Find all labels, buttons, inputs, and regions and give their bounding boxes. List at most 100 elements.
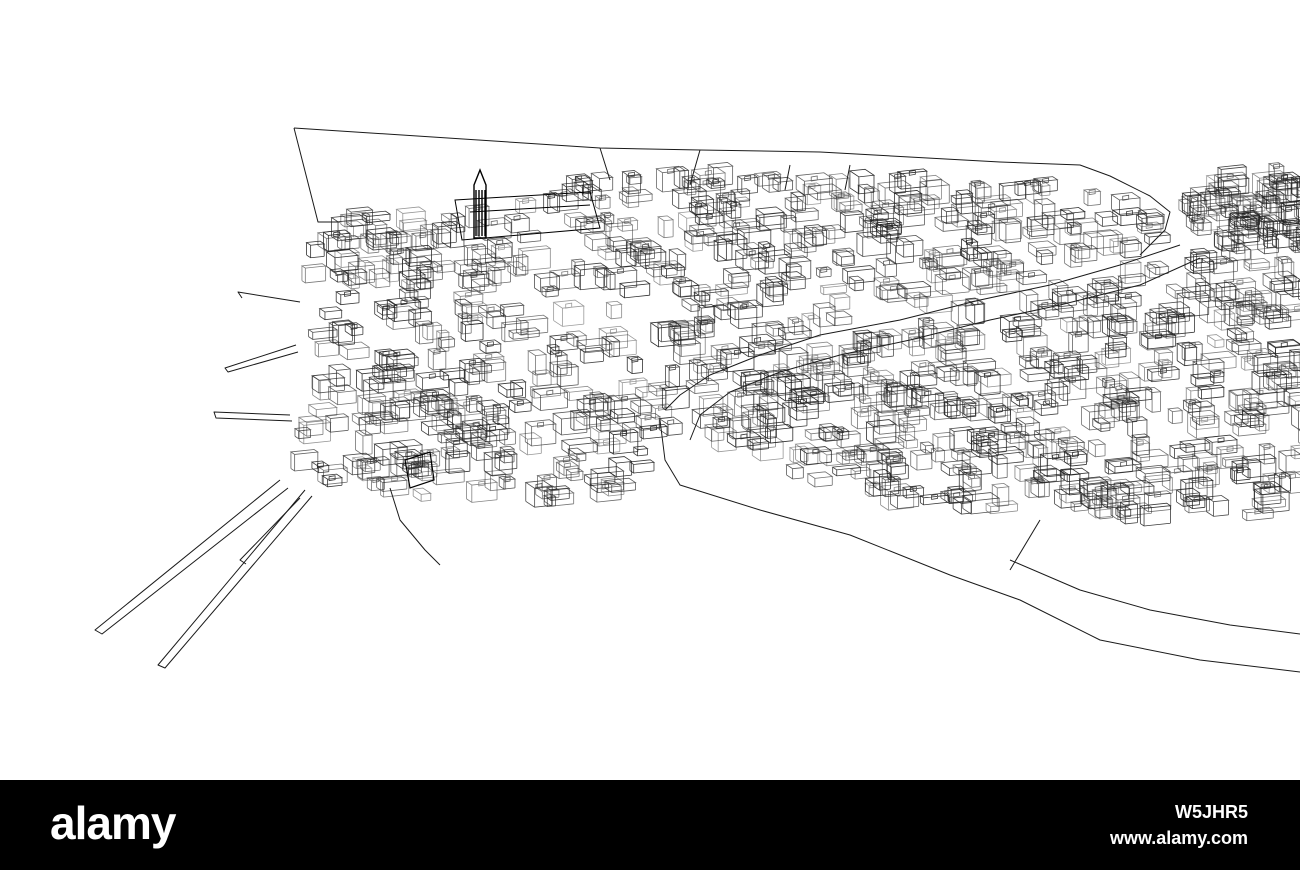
- building-block: [970, 438, 1000, 459]
- building-block: [369, 411, 399, 426]
- pier-2: [157, 489, 313, 669]
- building-block: [1197, 384, 1225, 400]
- building-block: [909, 370, 938, 388]
- building-block: [901, 485, 925, 499]
- building-block: [857, 183, 875, 204]
- building-block: [1031, 179, 1052, 197]
- building-block: [338, 341, 371, 361]
- building-block: [1080, 403, 1116, 431]
- building-block: [457, 270, 491, 289]
- building-block: [452, 289, 484, 307]
- building-block: [1148, 306, 1178, 325]
- building-block: [658, 416, 684, 436]
- building-block: [832, 382, 865, 397]
- building-block: [440, 220, 466, 249]
- building-block: [321, 473, 344, 488]
- building-block: [754, 206, 786, 227]
- building-block: [351, 411, 375, 426]
- building-block: [468, 362, 493, 375]
- building-block: [1176, 341, 1198, 367]
- building-block: [316, 463, 349, 486]
- building-block: [1165, 283, 1187, 299]
- building-block: [790, 386, 820, 412]
- building-block: [1058, 483, 1086, 504]
- building-block: [1189, 217, 1213, 236]
- building-block: [618, 188, 654, 204]
- building-block: [592, 265, 610, 279]
- building-block: [1277, 255, 1293, 277]
- building-block: [465, 478, 499, 503]
- building-block: [1237, 402, 1268, 416]
- building-block: [962, 367, 978, 387]
- building-block: [1199, 350, 1238, 371]
- building-block: [757, 241, 776, 263]
- building-block: [712, 303, 732, 321]
- building-block: [1183, 494, 1211, 514]
- building-block: [1111, 207, 1148, 227]
- building-block: [552, 410, 589, 436]
- building-block: [398, 217, 428, 233]
- building-block: [1256, 217, 1275, 238]
- building-block: [310, 372, 346, 394]
- building-block: [1000, 421, 1023, 434]
- building-block: [1076, 354, 1099, 374]
- building-block: [1288, 348, 1300, 372]
- building-block: [606, 236, 628, 253]
- building-block: [407, 248, 443, 274]
- building-block: [1135, 212, 1165, 232]
- building-block: [412, 395, 440, 418]
- building-block: [604, 334, 638, 357]
- building-block: [1071, 316, 1090, 336]
- building-block: [534, 485, 561, 500]
- building-block: [950, 201, 980, 228]
- building-block: [311, 374, 332, 401]
- building-block: [552, 299, 585, 327]
- building-block: [875, 257, 898, 278]
- building-block: [388, 231, 409, 245]
- building-block: [1039, 451, 1072, 478]
- building-block: [608, 407, 636, 424]
- building-block: [514, 196, 537, 215]
- building-block: [766, 338, 793, 353]
- building-block: [364, 231, 400, 248]
- building-block: [1185, 214, 1205, 232]
- building-block: [1205, 495, 1230, 517]
- building-block: [1135, 464, 1172, 484]
- building-block: [1191, 358, 1226, 380]
- building-block: [1143, 231, 1172, 246]
- building-block: [935, 365, 961, 382]
- building-block: [1161, 465, 1194, 491]
- building-block: [949, 365, 979, 387]
- building-block: [840, 347, 876, 364]
- building-block: [625, 174, 643, 185]
- building-block: [742, 378, 775, 396]
- building-block: [386, 353, 420, 369]
- building-block: [682, 179, 697, 196]
- building-block: [728, 416, 752, 440]
- building-block: [655, 165, 686, 193]
- building-block: [565, 467, 585, 482]
- building-block: [1096, 229, 1124, 256]
- building-block: [625, 239, 651, 268]
- building-block: [555, 460, 580, 476]
- building-block: [1191, 451, 1219, 472]
- building-block: [1229, 210, 1261, 228]
- building-block: [918, 289, 954, 315]
- building-block: [1251, 495, 1287, 510]
- building-block: [878, 282, 909, 303]
- building-block: [373, 348, 399, 368]
- building-block: [876, 334, 892, 347]
- building-block: [672, 338, 702, 365]
- building-block: [590, 171, 614, 192]
- building-block: [736, 174, 759, 195]
- building-block: [725, 200, 742, 219]
- building-block: [680, 297, 701, 313]
- building-block: [341, 271, 361, 290]
- building-block: [893, 407, 921, 427]
- building-block: [888, 172, 907, 194]
- building-block: [388, 439, 424, 461]
- building-block: [307, 402, 338, 418]
- building-block: [1230, 458, 1262, 485]
- building-block: [688, 358, 708, 385]
- grand-canal-south-bank: [689, 257, 1201, 441]
